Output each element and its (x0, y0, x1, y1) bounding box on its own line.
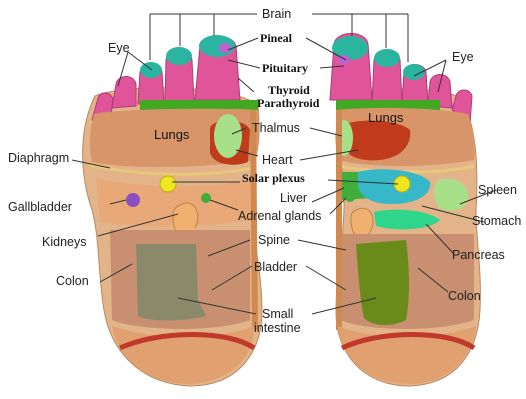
left-foot (83, 35, 262, 386)
label-heart: Heart (262, 153, 293, 167)
label-pituitary: Pituitary (262, 61, 308, 75)
label-lungs-right: Lungs (368, 110, 404, 125)
left-toe-2-tip (166, 47, 192, 65)
label-stomach: Stomach (472, 214, 521, 228)
label-bladder: Bladder (254, 260, 297, 274)
right-foot (330, 34, 480, 387)
label-liver: Liver (280, 191, 307, 205)
label-pineal: Pineal (260, 31, 293, 45)
label-brain: Brain (262, 7, 291, 21)
label-spleen: Spleen (478, 183, 517, 197)
label-small-intestine-line1: Small (262, 307, 293, 321)
label-parathyroid: Parathyroid (257, 96, 320, 110)
left-thalmus-zone (214, 114, 242, 158)
left-solar-plexus-spot (160, 176, 176, 192)
left-toe-4 (112, 77, 136, 109)
left-toe-3-tip (140, 62, 162, 78)
label-colon-left: Colon (56, 274, 89, 288)
label-colon-right: Colon (448, 289, 481, 303)
label-small-intestine-line2: intestine (254, 321, 301, 335)
gallbladder-spot (126, 193, 140, 207)
label-kidneys: Kidneys (42, 235, 86, 249)
label-pancreas: Pancreas (452, 248, 505, 262)
right-small-intestine-zone (356, 240, 409, 325)
right-kidney (351, 208, 373, 237)
label-thalmus: Thalmus (252, 121, 300, 135)
left-small-intestine-zone (136, 244, 206, 321)
label-spine: Spine (258, 233, 290, 247)
label-eye-left: Eye (108, 41, 130, 55)
label-diaphragm: Diaphragm (8, 151, 69, 165)
label-adrenal-glands: Adrenal glands (238, 209, 321, 223)
right-big-toe-tip (332, 36, 368, 60)
label-solar-plexus: Solar plexus (242, 171, 305, 185)
right-toe-2-tip (374, 49, 400, 67)
label-thyroid: Thyroid (268, 83, 310, 97)
label-lungs-left: Lungs (154, 127, 190, 142)
label-eye-right: Eye (452, 50, 474, 64)
right-spine-strip (336, 110, 342, 330)
label-gallbladder: Gallbladder (8, 200, 72, 214)
right-adrenal-spot (345, 192, 355, 202)
pineal-spot-left (219, 43, 231, 53)
left-adrenal-spot (201, 193, 211, 203)
